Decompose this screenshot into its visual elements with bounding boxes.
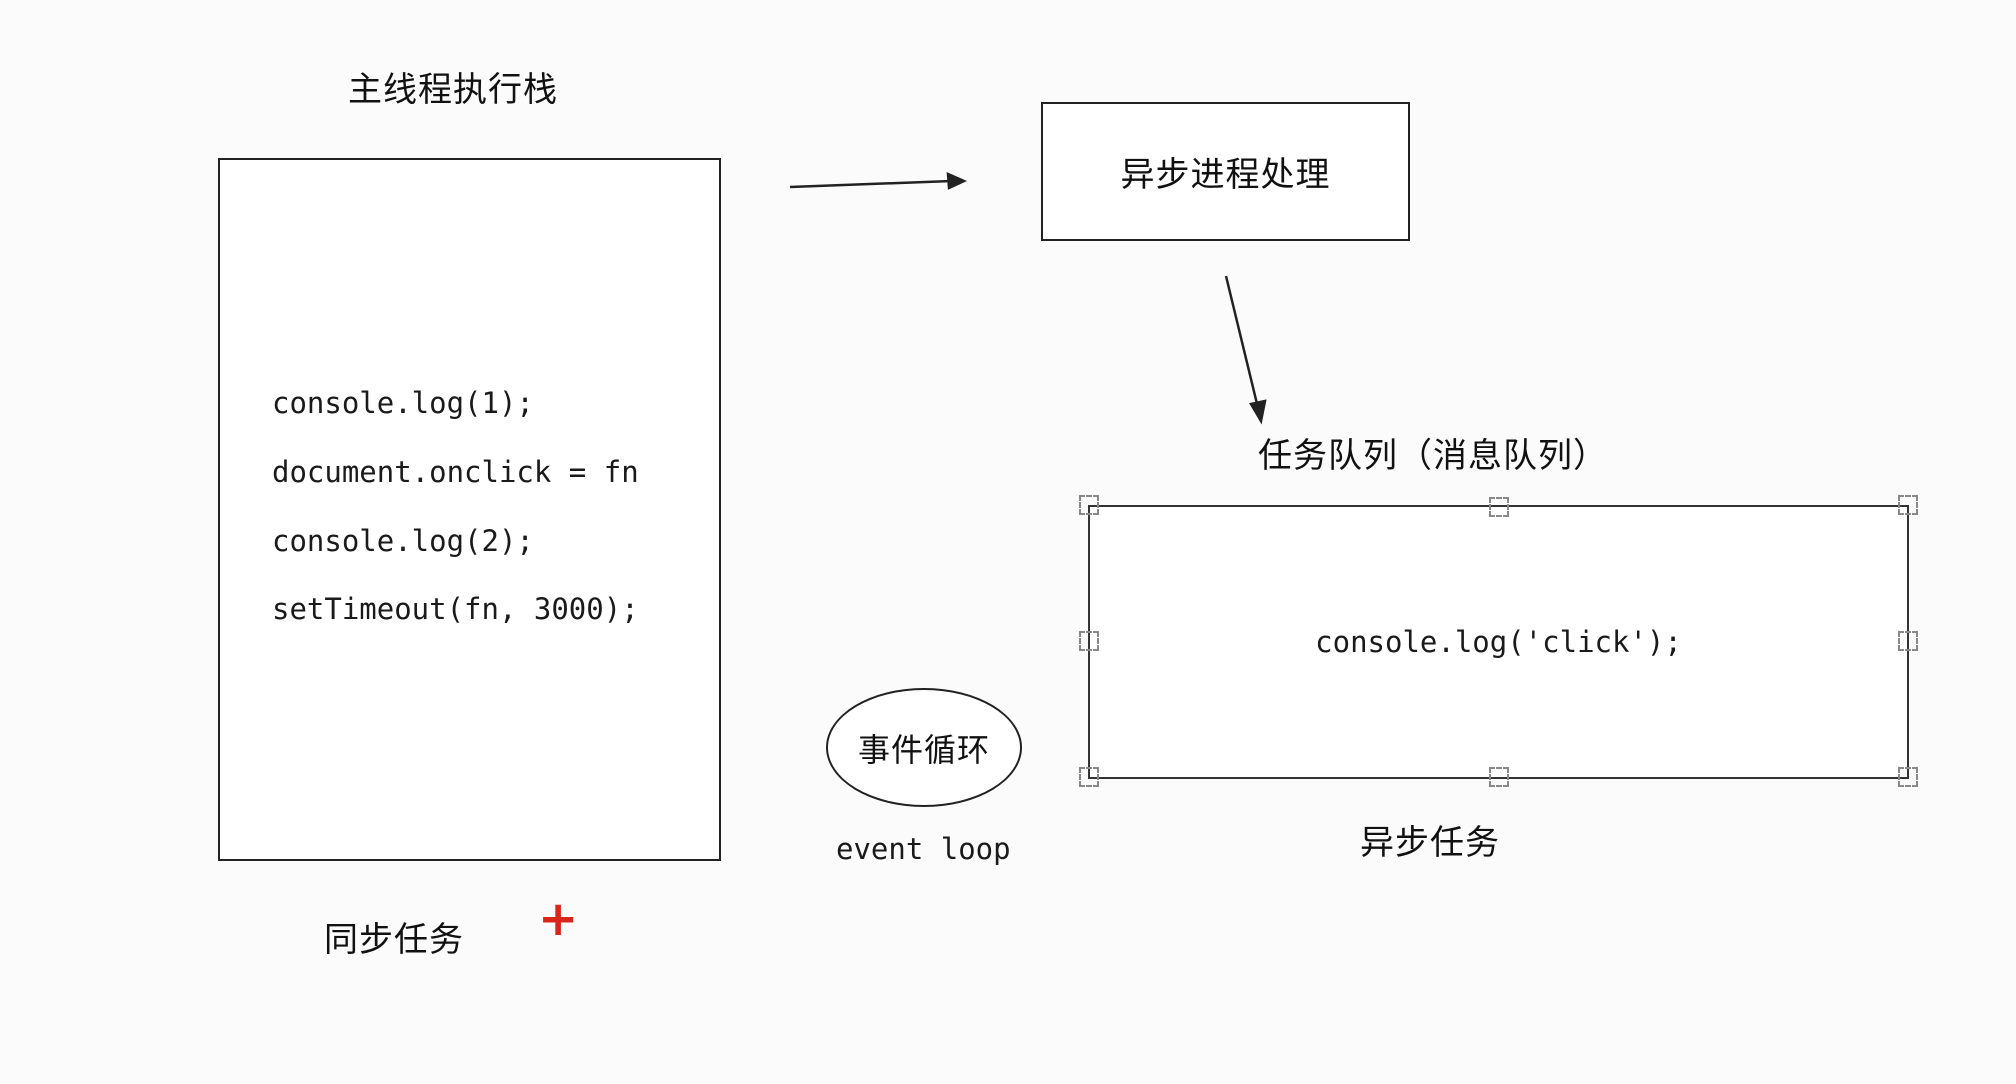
resize-handle-bottom-right[interactable] [1898, 767, 1918, 787]
resize-handle-top-right[interactable] [1898, 495, 1918, 515]
resize-handle-top-left[interactable] [1079, 495, 1099, 515]
resize-handle-top-middle[interactable] [1489, 497, 1509, 517]
main-stack-title: 主线程执行栈 [348, 70, 558, 110]
stack-code-line-3: console.log(2); [272, 524, 534, 558]
stack-code-line-4: setTimeout(fn, 3000); [272, 592, 639, 626]
queue-code-line: console.log('click'); [1315, 625, 1682, 659]
event-loop-cn-label: 事件循环 [857, 730, 990, 769]
async-process-label: 异步进程处理 [1120, 155, 1331, 195]
event-loop-ellipse: 事件循环 [826, 688, 1022, 807]
resize-handle-middle-right[interactable] [1898, 631, 1918, 651]
task-queue-box[interactable]: console.log('click'); [1088, 505, 1909, 779]
stack-code-line-1: console.log(1); [272, 386, 534, 420]
async-tasks-label: 异步任务 [1360, 823, 1500, 863]
resize-handle-bottom-left[interactable] [1079, 767, 1099, 787]
resize-handle-middle-left[interactable] [1079, 631, 1099, 651]
resize-handle-bottom-middle[interactable] [1489, 767, 1509, 787]
plus-marker: + [538, 891, 579, 947]
sync-tasks-label: 同步任务 [324, 920, 464, 960]
arrow-stack-to-async [789, 172, 968, 190]
event-loop-en-label: event loop [836, 832, 1011, 866]
task-queue-title: 任务队列（消息队列） [1258, 436, 1608, 476]
async-process-box: 异步进程处理 [1041, 102, 1410, 241]
main-stack-box [218, 158, 721, 861]
arrow-async-to-queue [1224, 275, 1267, 425]
stack-code-line-2: document.onclick = fn [272, 455, 639, 489]
